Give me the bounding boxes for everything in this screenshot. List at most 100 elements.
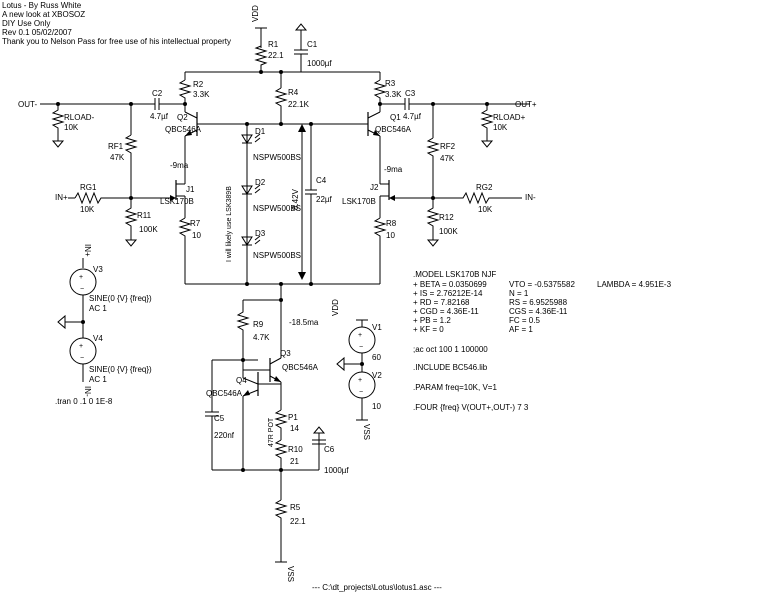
svg-text:+: + [358,332,362,339]
q4-value: QBC546A [206,389,243,398]
c3-name: C3 [405,89,416,98]
file-path-footer: --- C:\dt_projects\Lotus\lotus1.asc --- [312,583,442,592]
rf2-name: RF2 [440,142,456,151]
v4-in-label: IN- [83,386,92,397]
j1-current: -9ma [170,161,189,170]
j1-value: LSK170B [160,197,194,206]
rload-minus-name: RLOAD- [64,113,95,122]
r10-value: 21 [290,457,299,466]
j1-name: J1 [186,185,195,194]
rload-plus-value: 10K [493,123,508,132]
junction-dot [183,102,187,106]
q1-transistor: Q1 QBC546A [281,105,412,137]
d3-value: NSPW500BS [253,251,301,260]
v3-in-label: IN+ [83,244,92,257]
rg2-name: RG2 [476,183,493,192]
svg-text:−: − [80,355,84,362]
model-param: + CGD = 4.36E-11 [413,307,479,316]
include-directive: .INCLUDE BC546.lib [413,363,488,372]
bias-voltage-marker: 8.42V C4 22µf [291,124,333,284]
header-block: Lotus - By Russ White A new look at XBOS… [2,1,231,46]
r12-name: R12 [439,213,454,222]
q1-value: QBC546A [375,125,412,134]
vdd-label: VDD [251,5,260,22]
model-param: N = 1 [509,289,529,298]
q1-name: Q1 [390,113,401,122]
r5-name: R5 [290,503,301,512]
left-input-stage: RF1 47K -9ma J1 LSK170B R7 10 R11 100K I… [55,104,201,284]
r11-name: R11 [137,211,152,220]
d1-value: NSPW500BS [253,153,301,162]
in-plus-label: IN+ [55,193,68,202]
vss-bottom-label: VSS [286,566,295,582]
c1-value: 1000µf [307,59,332,68]
svg-text:+: + [79,343,83,350]
svg-text:−: − [359,389,363,396]
v3-name: V3 [93,265,103,274]
collector-resistors: R2 3.3K R3 3.3K R4 22.1K [178,72,402,124]
r8-value: 10 [386,231,395,240]
svg-text:+: + [79,274,83,281]
v1-vdd-label: VDD [331,299,340,316]
v2-value: 10 [372,402,381,411]
v4-ac: AC 1 [89,375,107,384]
model-param: + PB = 1.2 [413,316,451,325]
v3-value: SINE(0 {V} {freq}) [89,294,152,303]
r11-value: 100K [139,225,158,234]
model-param: AF = 1 [509,325,533,334]
rg1-name: RG1 [80,183,97,192]
d2-name: D2 [255,178,266,187]
q3-value: QBC546A [282,363,319,372]
c2-value: 4.7µf [150,112,169,121]
svg-text:+: + [358,377,362,384]
model-param: + RD = 7.82168 [413,298,470,307]
junction-dot [309,282,313,286]
current-source: -18.5ma R9 4.7K Q3 QBC546A Q4 QBC546A [205,284,349,582]
model-param: + KF = 0 [413,325,444,334]
r3-value: 3.3K [385,90,402,99]
header-line: Lotus - By Russ White [2,1,82,10]
r4-value: 22.1K [288,100,310,109]
model-line: .MODEL LSK170B NJF [413,270,496,279]
led-string: D1 NSPW500BS D2 NSPW500BS D3 NSPW500BS I… [226,124,301,284]
model-param: VTO = -0.5375582 [509,280,575,289]
rf1-value: 47K [110,153,125,162]
output-right: C3 4.7µf OUT+ RLOAD+ 10K [378,89,537,148]
d2-value: NSPW500BS [253,204,301,213]
c5-value: 220nf [214,431,235,440]
q3-current: -18.5ma [289,318,319,327]
junction-dot [279,122,283,126]
out-minus-label: OUT- [18,100,37,109]
v4-name: V4 [93,334,103,343]
c5-name: C5 [214,414,225,423]
r3-name: R3 [385,79,396,88]
svg-text:−: − [80,286,84,293]
param-directive: .PARAM freq=10K, V=1 [413,383,497,392]
header-line: A new look at XBOSOZ [2,10,85,19]
c6-value: 1000µf [324,466,349,475]
v4-value: SINE(0 {V} {freq}) [89,365,152,374]
r9-value: 4.7K [253,333,270,342]
junction-dot [259,70,263,74]
r1-name: R1 [268,40,279,49]
junction-dot [245,282,249,286]
rg2-value: 10K [478,205,493,214]
power-supplies: VDD + − V1 60 + − V2 10 VSS [331,299,382,440]
r12-value: 100K [439,227,458,236]
c2-name: C2 [152,89,163,98]
r2-name: R2 [193,80,204,89]
p1-value: 14 [290,424,299,433]
r9-name: R9 [253,320,264,329]
model-param: + IS = 2.76212E-14 [413,289,483,298]
v1-name: V1 [372,323,382,332]
q2-name: Q2 [177,113,188,122]
bias-voltage: 8.42V [291,188,300,210]
q2-transistor: Q2 QBC546A [165,105,281,137]
model-param: FC = 0.5 [509,316,540,325]
model-param: LAMBDA = 4.951E-3 [597,280,672,289]
rload-minus-value: 10K [64,123,79,132]
input-sources: IN+ + − V3 SINE(0 {V} {freq}) AC 1 + − V… [55,244,152,406]
rf2-value: 47K [440,154,455,163]
rload-plus-name: RLOAD+ [493,113,526,122]
